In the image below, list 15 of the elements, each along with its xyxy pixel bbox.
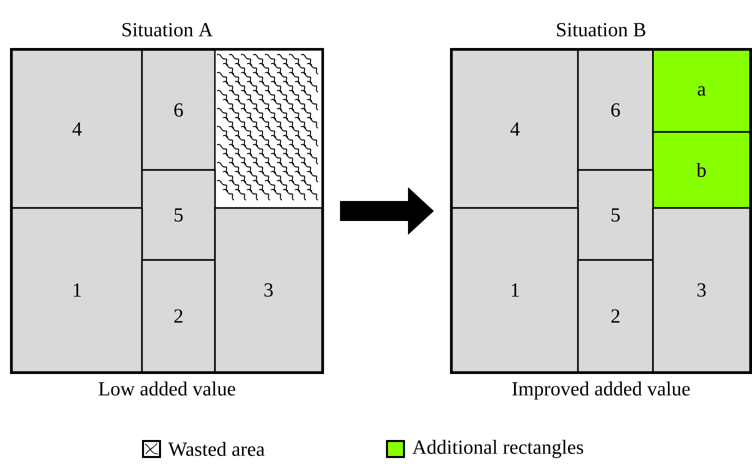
panel-title: Situation A [122,23,213,36]
panel-caption: Improved added value [512,382,690,400]
added-rectangle: a [652,49,751,133]
panel-title: Situation B [557,23,646,36]
legend-label: Wasted area [168,442,265,456]
rectangle: 5 [141,169,216,261]
panel-caption: Low added value [98,382,236,396]
rectangle: 2 [577,259,654,373]
legend-label: Additional rectangles [412,440,584,458]
rectangle: 6 [577,49,654,171]
rectangle: 2 [141,259,216,373]
added-rectangle: b [652,131,751,209]
rectangle: 6 [141,49,216,171]
rectangle: 5 [577,169,654,261]
wasted-area [214,49,323,209]
